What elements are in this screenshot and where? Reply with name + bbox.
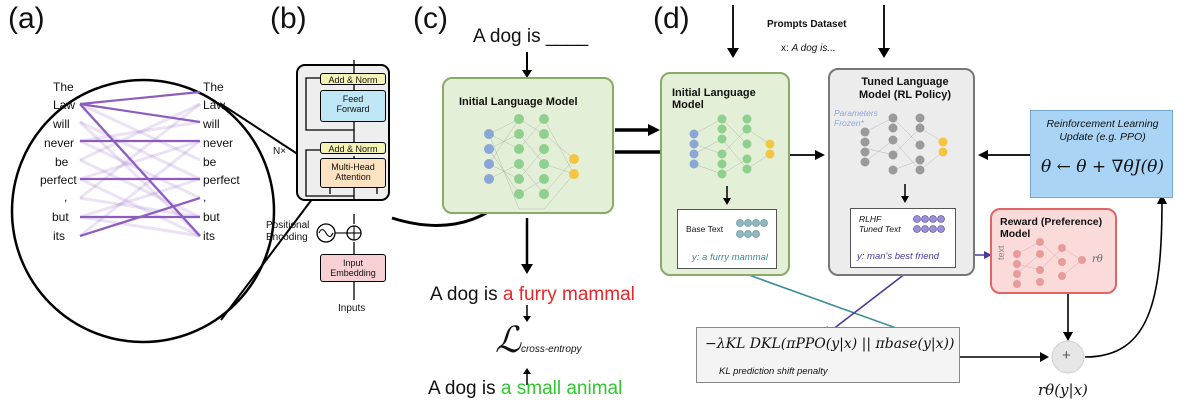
left-word: will bbox=[53, 117, 70, 131]
right-word: , bbox=[203, 190, 207, 204]
reward-model-box: Reward (Preference) Model text rθ bbox=[990, 208, 1117, 294]
reward-sum: rθ(y|x) bbox=[1038, 381, 1088, 399]
left-word: its bbox=[53, 229, 65, 243]
attention-circle bbox=[10, 78, 276, 344]
panel-label-b: (b) bbox=[270, 2, 307, 35]
feed-forward-block: Feed Forward bbox=[320, 90, 386, 122]
loss-symbol: ℒcross-entropy bbox=[495, 320, 582, 361]
prompt-text: A dog is ____ bbox=[473, 26, 589, 47]
panel-label-a: (a) bbox=[8, 2, 45, 35]
base-text-box: Base Text y: a furry mammal bbox=[677, 209, 777, 269]
panel-label-c: (c) bbox=[413, 2, 448, 35]
right-word: its bbox=[203, 229, 215, 243]
add-norm-mid: Add & Norm bbox=[320, 142, 386, 154]
rlhf-text-label: RLHF Tuned Text bbox=[859, 214, 901, 234]
model-output-text: A dog is a furry mammal bbox=[430, 284, 635, 305]
tuned-output: y: man's best friend bbox=[857, 251, 940, 262]
base-text-label: Base Text bbox=[686, 224, 724, 234]
multi-head-attention-block: Multi-Head Attention bbox=[320, 158, 386, 188]
left-word: but bbox=[52, 210, 69, 224]
kl-penalty-box: −λKL DKL(πPPO(y|x) || πbase(y|x)) KL pre… bbox=[696, 327, 960, 383]
left-word: be bbox=[55, 155, 69, 169]
initial-language-model-c: Initial Language Model bbox=[442, 77, 614, 214]
rl-update-box: Reinforcement Learning Update (e.g. PPO)… bbox=[1030, 110, 1173, 198]
right-word: never bbox=[203, 136, 234, 150]
neural-network-icon bbox=[1013, 238, 1086, 288]
right-word: will bbox=[203, 117, 220, 131]
prompts-dataset-title: Prompts Dataset bbox=[767, 19, 847, 30]
neural-network-icon bbox=[484, 114, 579, 210]
right-word: be bbox=[203, 155, 217, 169]
plus-sign: + bbox=[1062, 347, 1071, 364]
nx-label: N× bbox=[273, 146, 287, 157]
right-word: The bbox=[203, 80, 224, 94]
left-word: , bbox=[64, 190, 68, 204]
dataset-example: x: A dog is... bbox=[781, 43, 836, 54]
model-title: Initial Language Model bbox=[459, 96, 578, 108]
neural-network-icon bbox=[689, 114, 775, 205]
left-word: perfect bbox=[40, 173, 77, 187]
rlhf-text-box: RLHF Tuned Text y: man's best friend bbox=[850, 208, 956, 268]
positional-encoding-label: Positional Encoding bbox=[266, 220, 310, 243]
add-norm-top: Add & Norm bbox=[320, 73, 386, 85]
right-word: perfect bbox=[203, 173, 240, 187]
rl-update-title: Reinforcement Learning Update (e.g. PPO) bbox=[1046, 118, 1159, 143]
reward-model-title: Reward (Preference) Model bbox=[1000, 216, 1103, 240]
kl-formula: −λKL DKL(πPPO(y|x) || πbase(y|x)) bbox=[705, 336, 955, 352]
target-text: A dog is a small animal bbox=[428, 378, 623, 399]
tuned-model-title: Tuned Language Model (RL Policy) bbox=[858, 76, 952, 101]
left-word: Law bbox=[53, 98, 76, 112]
rl-update-formula: θ ← θ + ∇θJ(θ) bbox=[1041, 157, 1164, 177]
right-word: but bbox=[203, 210, 220, 224]
input-embedding-block: Input Embedding bbox=[320, 254, 386, 282]
right-word: Law bbox=[203, 98, 226, 112]
panel-label-d: (d) bbox=[653, 2, 690, 35]
left-word: never bbox=[44, 136, 75, 150]
tuned-language-model: Tuned Language Model (RL Policy) Paramet… bbox=[828, 68, 975, 276]
strong-attention-lines bbox=[79, 90, 201, 238]
reward-output-label: rθ bbox=[1092, 254, 1103, 265]
model-title: Initial Language Model bbox=[672, 87, 756, 111]
neural-network-icon bbox=[860, 113, 948, 203]
frozen-note: Parameters Frozen* bbox=[834, 108, 878, 128]
token-dots bbox=[736, 219, 768, 238]
inputs-label: Inputs bbox=[338, 303, 366, 314]
kl-caption: KL prediction shift penalty bbox=[719, 366, 828, 377]
initial-language-model-d: Initial Language Model Base Text y: a fu… bbox=[660, 72, 790, 276]
base-output: y: a furry mammal bbox=[692, 252, 769, 263]
token-dots bbox=[913, 215, 945, 233]
left-word: The bbox=[53, 80, 74, 94]
